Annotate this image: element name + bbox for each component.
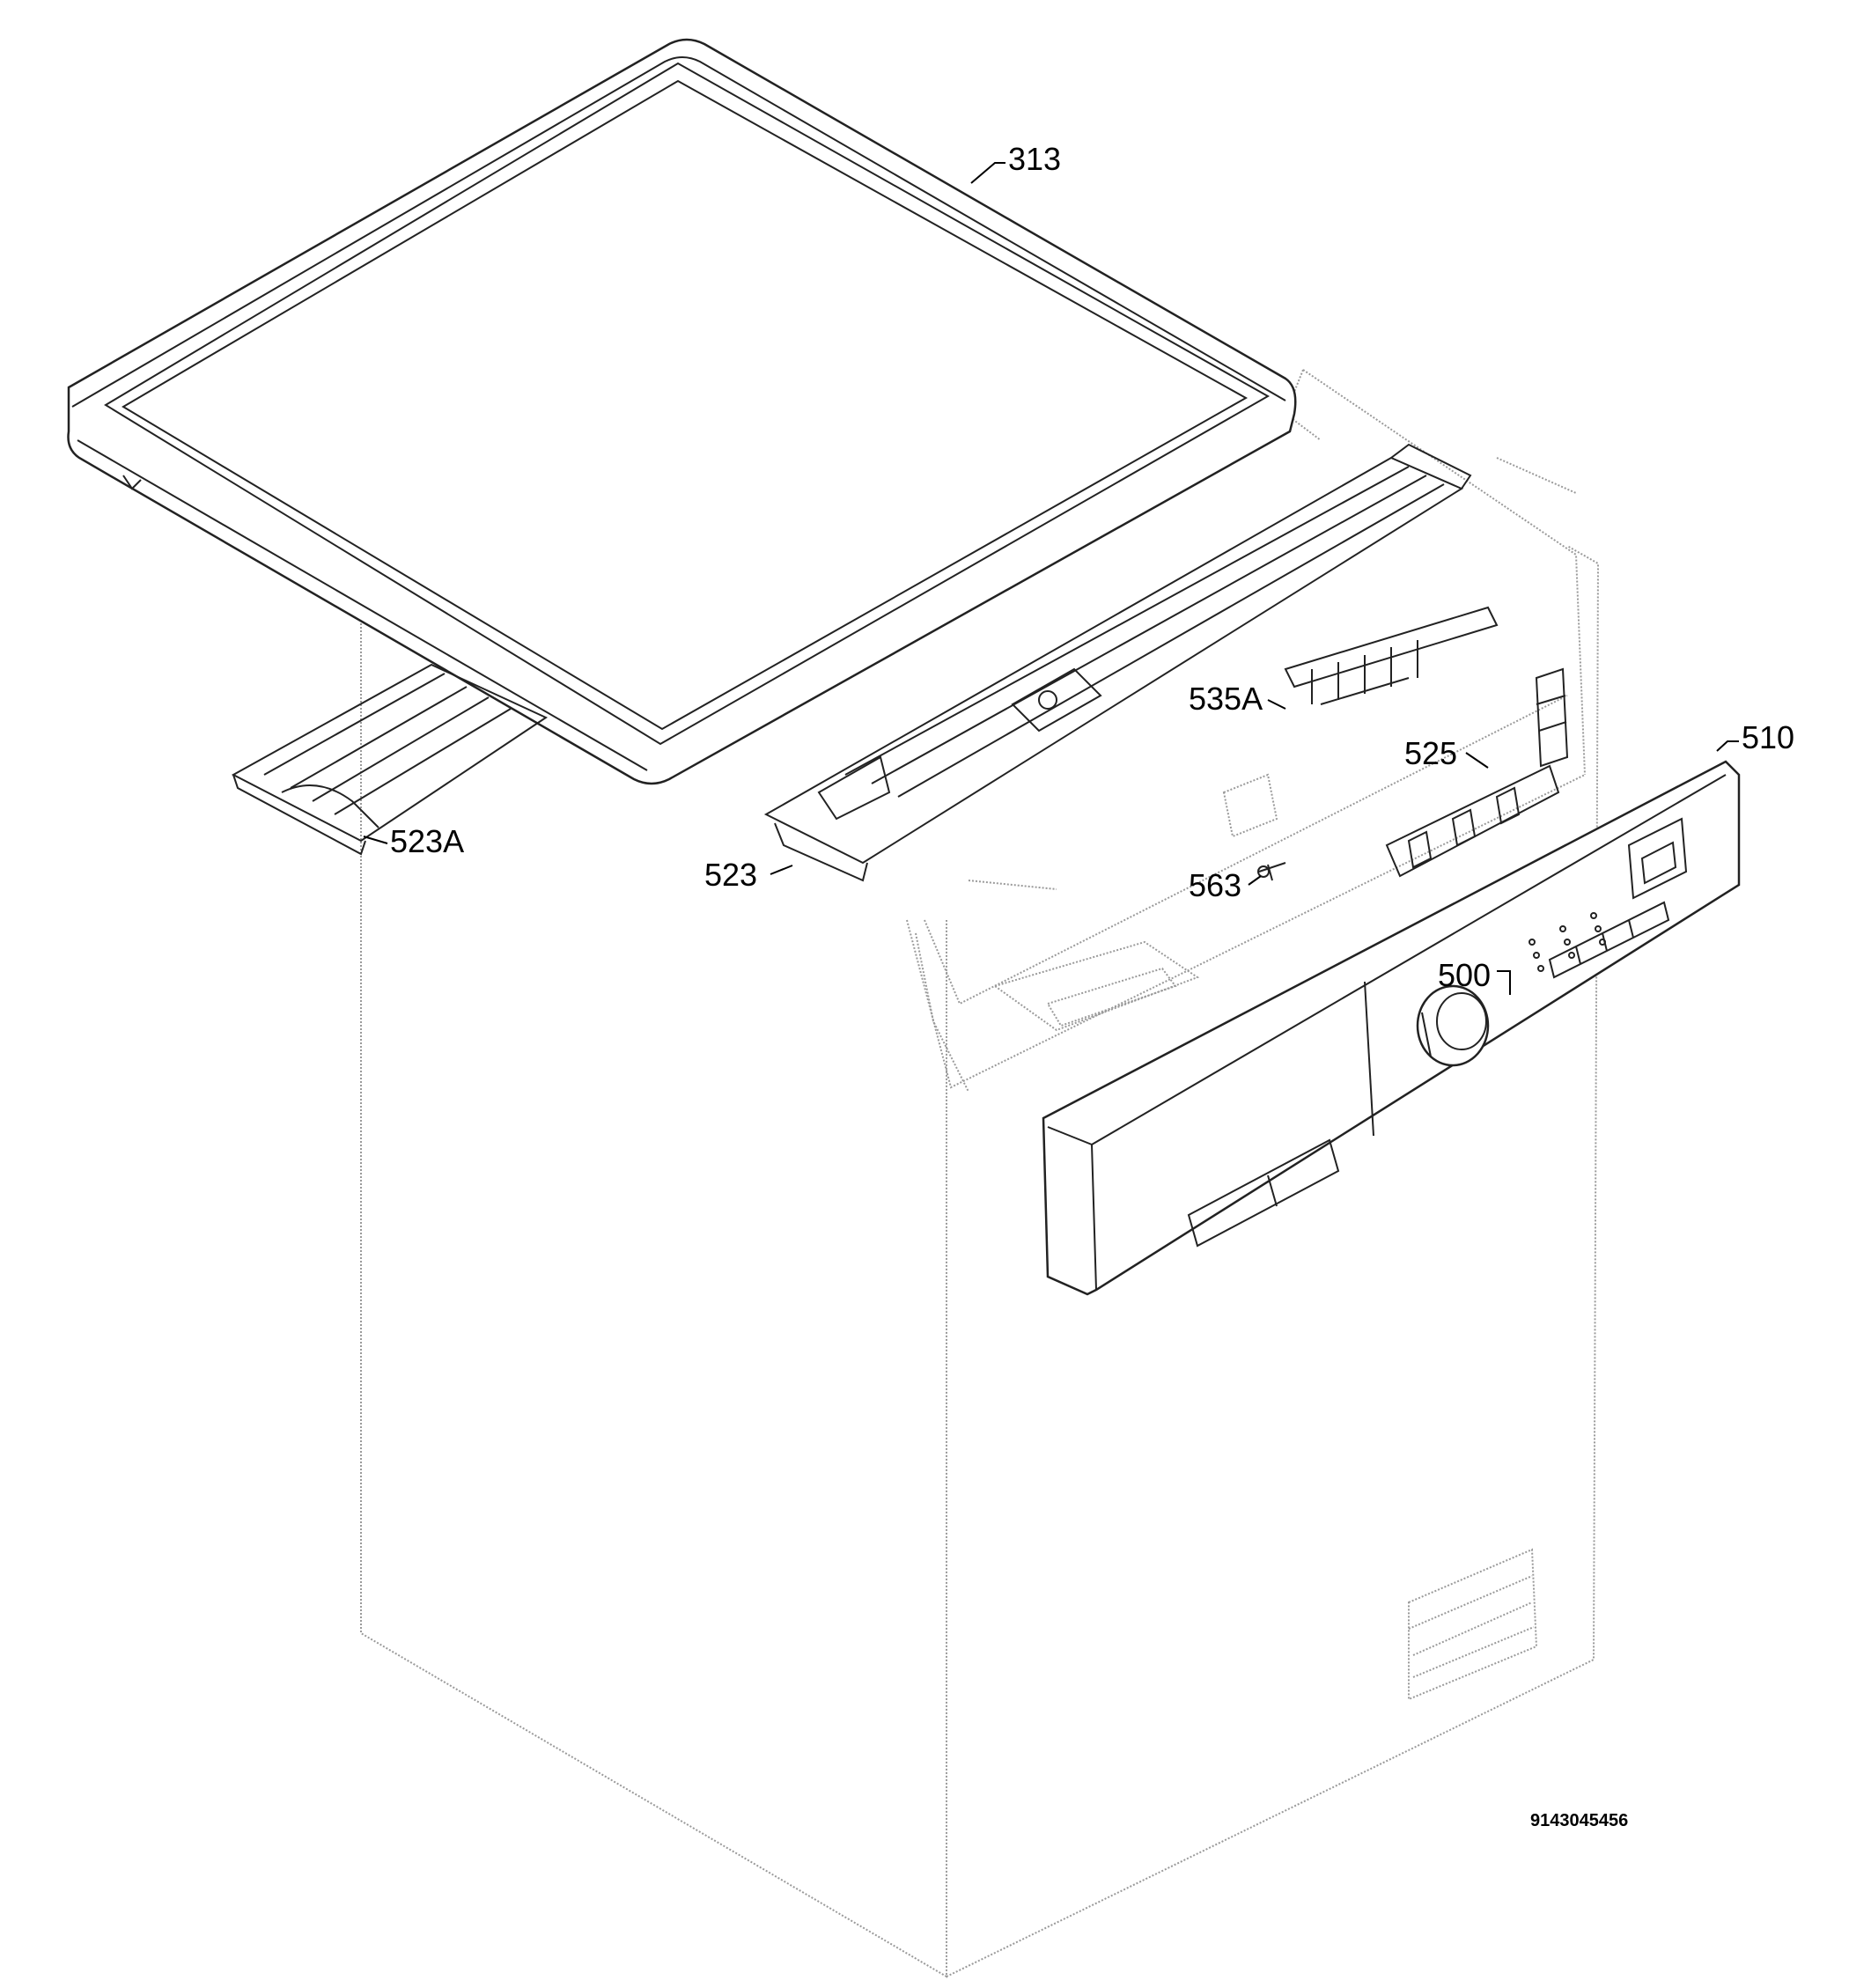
leader-563 — [1248, 875, 1262, 886]
document-number: 9143045456 — [1530, 1811, 1629, 1830]
part-label-535A: 535A — [1189, 681, 1263, 717]
part-label-523A: 523A — [390, 823, 465, 859]
bracket-535A — [1284, 606, 1499, 705]
leader-313 — [970, 162, 1005, 184]
leader-500 — [1497, 970, 1511, 995]
pin-563 — [1257, 862, 1286, 881]
lid-313 — [67, 38, 1297, 785]
leader-523A — [363, 836, 388, 844]
program-knob-500 — [1416, 984, 1490, 1067]
led-indicators — [1528, 912, 1606, 972]
part-label-313: 313 — [1008, 141, 1062, 177]
leader-535A — [1267, 699, 1286, 710]
leader-510 — [1716, 740, 1739, 752]
control-panel-510 — [1042, 760, 1741, 1296]
module-525 — [1385, 667, 1569, 878]
leader-523 — [770, 865, 793, 875]
part-label-563: 563 — [1189, 867, 1242, 903]
rail-523A — [231, 663, 549, 856]
part-label-500: 500 — [1438, 957, 1492, 993]
part-label-525: 525 — [1404, 735, 1458, 771]
part-label-523: 523 — [704, 857, 758, 893]
rail-523 — [763, 443, 1472, 882]
cabinet-outline — [360, 369, 1600, 1978]
part-label-510: 510 — [1742, 719, 1795, 755]
leader-525 — [1465, 752, 1489, 769]
